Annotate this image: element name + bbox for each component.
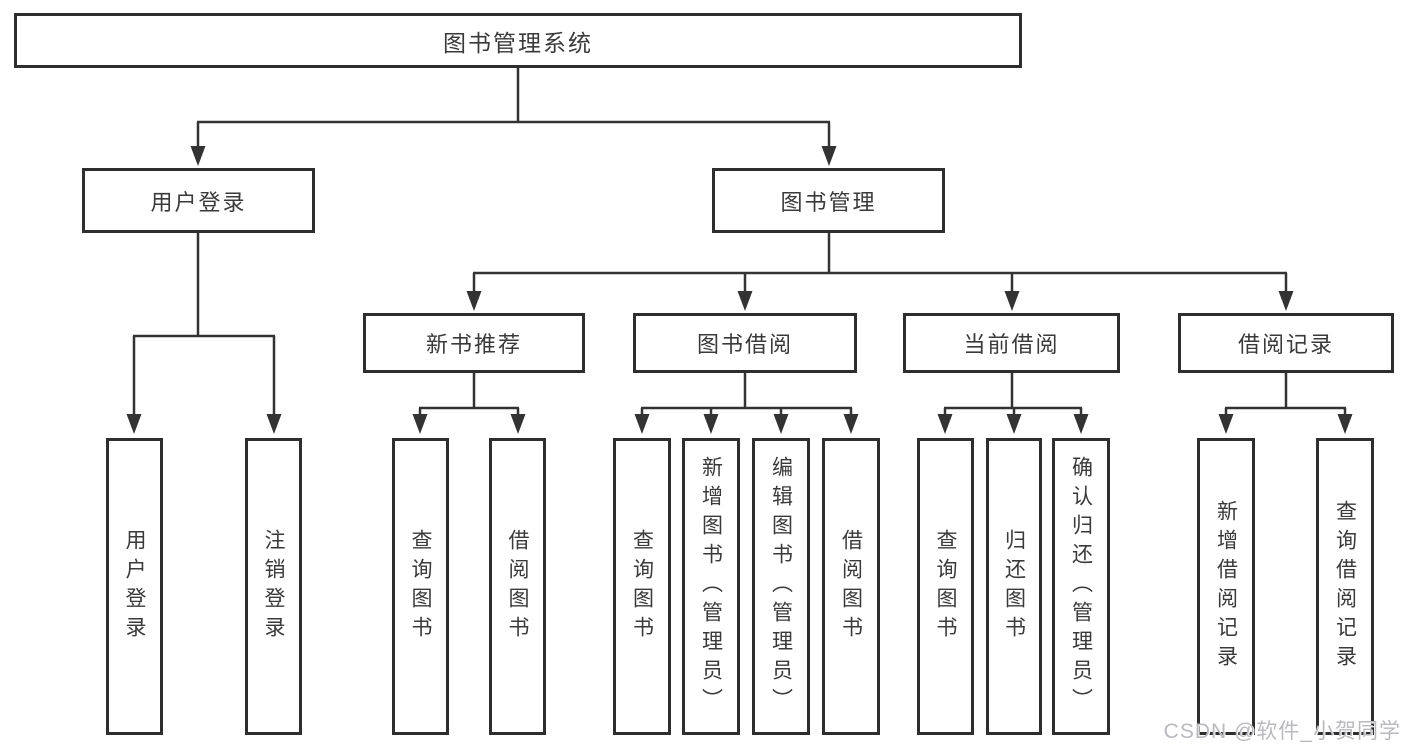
node-label: 借阅记录: [1237, 332, 1334, 357]
node-label: 注销登录: [262, 528, 285, 645]
node-label: 查询借阅记录: [1333, 499, 1357, 674]
leaf-query-books-borrow: 查询图书: [613, 438, 671, 735]
leaf-query-books-current: 查询图书: [917, 438, 974, 735]
leaf-add-book-admin: 新增图书（管理员）: [682, 438, 740, 735]
leaf-return-book: 归还图书: [986, 438, 1042, 735]
node-label: 图书借阅: [696, 332, 793, 357]
leaf-user-login: 用户登录: [106, 438, 163, 735]
node-book-management: 图书管理: [712, 168, 945, 233]
leaf-borrow-books-recommend: 借阅图书: [489, 438, 546, 735]
node-label: 查询图书: [630, 528, 654, 645]
leaf-borrow-books: 借阅图书: [822, 438, 880, 735]
node-label: 确认归还（管理员）: [1069, 456, 1093, 717]
node-label: 当前借阅: [963, 332, 1060, 357]
csdn-watermark: CSDN @软件_小贺同学: [1163, 720, 1401, 743]
node-library-management-system: 图书管理系统: [14, 13, 1022, 68]
node-label: 查询图书: [409, 528, 432, 645]
node-label: 编辑图书（管理员）: [769, 456, 793, 717]
node-label: 新增图书（管理员）: [699, 456, 723, 717]
node-book-borrow: 图书借阅: [633, 313, 857, 373]
node-current-borrow: 当前借阅: [903, 313, 1120, 373]
leaf-confirm-return-admin: 确认归还（管理员）: [1052, 438, 1110, 735]
node-label: 新书推荐: [425, 332, 522, 357]
node-label: 用户登录: [123, 528, 146, 645]
node-label: 借阅图书: [506, 528, 529, 645]
node-label: 用户登录: [150, 189, 247, 215]
leaf-query-books-recommend: 查询图书: [392, 438, 449, 735]
leaf-add-borrow-record: 新增借阅记录: [1197, 438, 1255, 735]
leaf-logout: 注销登录: [245, 438, 302, 735]
node-label: 借阅图书: [839, 528, 863, 645]
leaf-query-borrow-record: 查询借阅记录: [1316, 438, 1374, 735]
node-user-login: 用户登录: [82, 168, 315, 233]
node-borrow-records: 借阅记录: [1178, 313, 1394, 373]
leaf-edit-book-admin: 编辑图书（管理员）: [752, 438, 810, 735]
node-label: 图书管理: [780, 189, 877, 215]
node-label: 新增借阅记录: [1214, 499, 1238, 674]
node-new-book-recommend: 新书推荐: [363, 313, 585, 373]
node-label: 查询图书: [934, 528, 957, 645]
node-label: 图书管理系统: [443, 29, 593, 56]
node-label: 归还图书: [1002, 528, 1026, 645]
